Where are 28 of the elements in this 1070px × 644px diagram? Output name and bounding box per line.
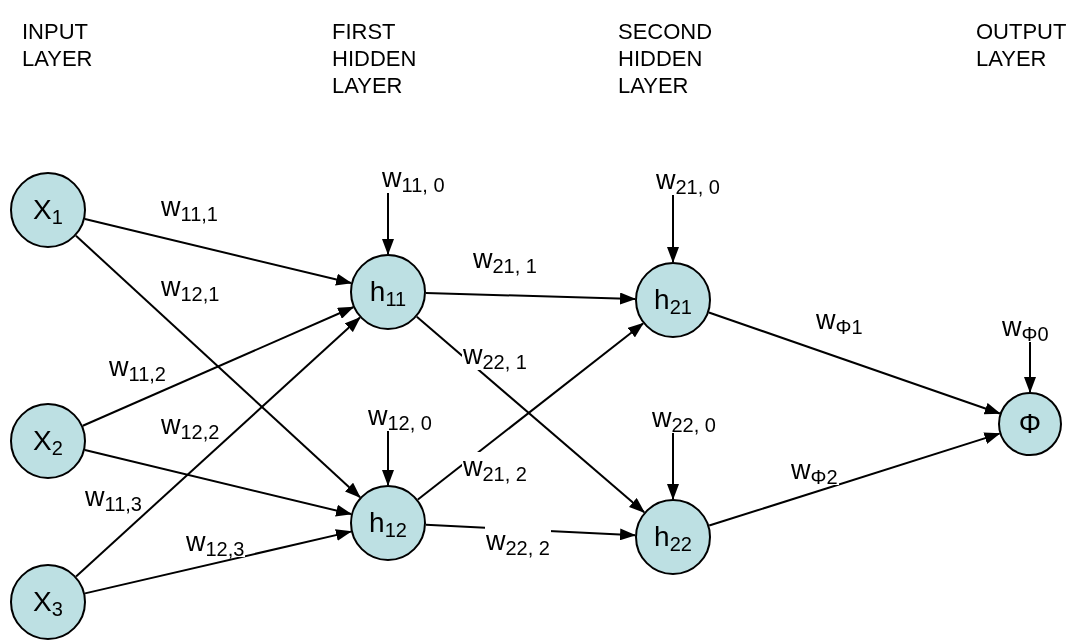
arrow (74, 234, 362, 499)
arrow (75, 316, 361, 578)
layer-heading: FIRST HIDDEN LAYER (332, 18, 418, 99)
neuron-label: h$_{11}$ (369, 278, 407, 306)
layer-heading: INPUT LAYER (22, 18, 94, 72)
neuron-label: X$_{3}$ (33, 588, 63, 616)
layer-heading: SECOND HIDDEN LAYER (618, 18, 714, 99)
layer-heading: OUTPUT LAYER (976, 18, 1068, 72)
arrow (425, 292, 636, 305)
arrow (667, 194, 679, 263)
arrow (667, 432, 679, 500)
edge-label: w$_{22, 2}$ (485, 526, 551, 556)
neuron-label: h$_{12}$ (369, 509, 407, 537)
bias-weight-label: w$_{12, 0}$ (368, 401, 432, 431)
neuron-label: h$_{22}$ (654, 523, 692, 551)
arrow (382, 430, 394, 486)
arrow (1024, 341, 1036, 393)
neuron-label: h$_{21}$ (654, 286, 692, 314)
neuron-label: Φ (1018, 410, 1042, 438)
arrow (81, 306, 355, 427)
neuron-label: X$_{1}$ (33, 196, 63, 224)
edge-label: w$_{21, 2}$ (462, 452, 528, 482)
bias-weight-label: w$_{Φ0}$ (1002, 312, 1049, 342)
bias-weight-label: w$_{21, 0}$ (656, 165, 720, 195)
bias-weight-label: w$_{22, 0}$ (652, 403, 716, 433)
bias-weight-label: w$_{11, 0}$ (382, 163, 445, 193)
neuron-label: X$_{2}$ (33, 427, 63, 455)
arrow (382, 192, 394, 255)
